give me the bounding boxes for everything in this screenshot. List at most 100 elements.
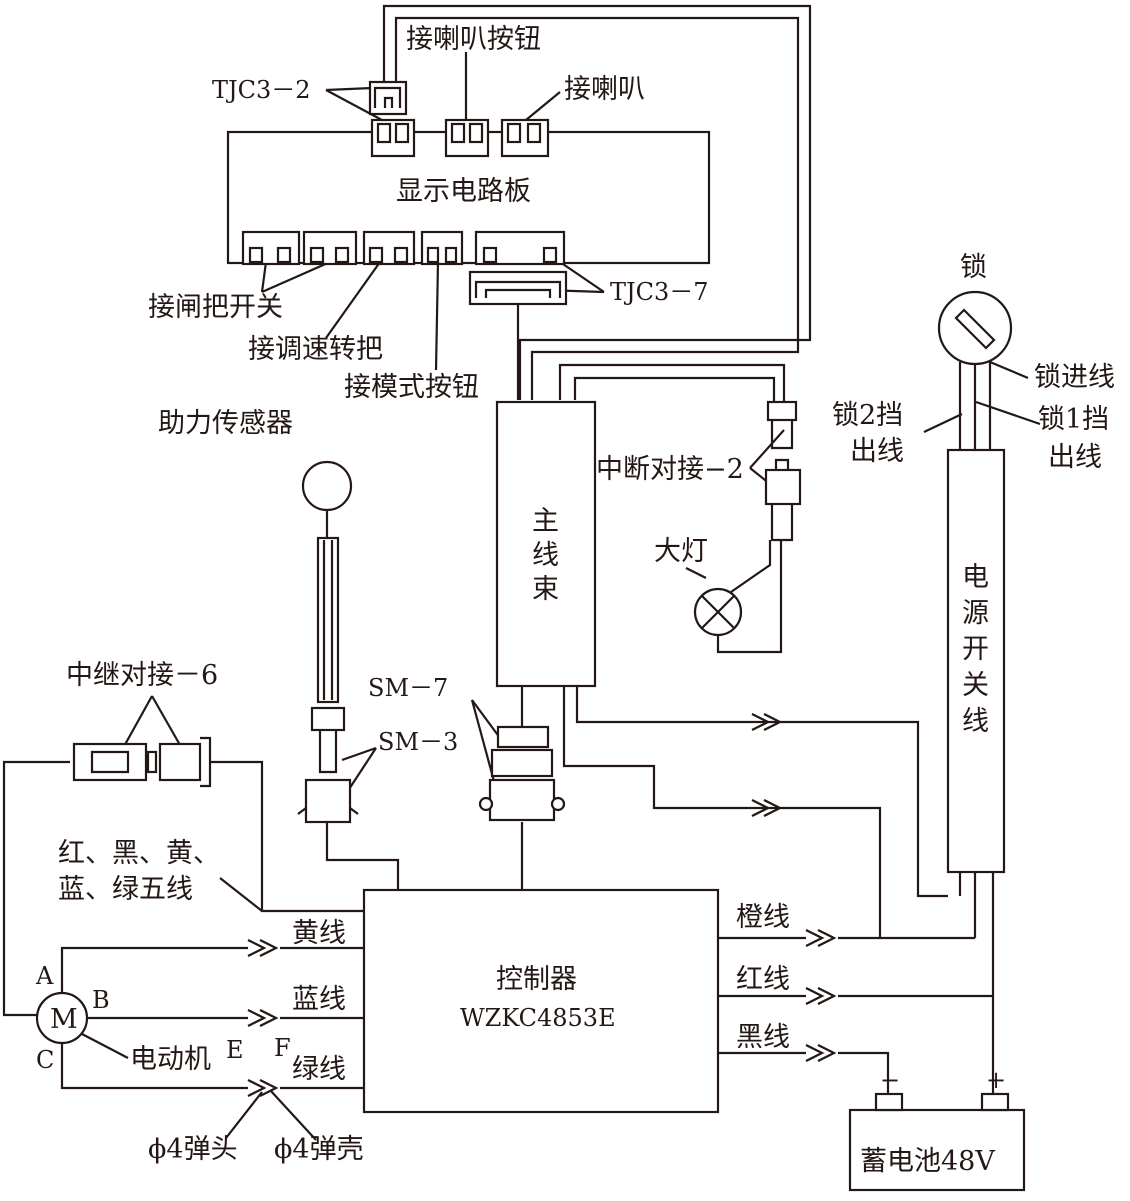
leader-relay2-a [749, 429, 785, 469]
motor-c-label: C [36, 1046, 54, 1074]
motor-symbol [35, 991, 89, 1045]
tjc3-2-connector [370, 118, 416, 158]
leader-headlight [685, 567, 707, 579]
leader-relay6-b [151, 695, 185, 753]
leader-sm3-a [341, 746, 377, 762]
leader-horn [525, 91, 561, 121]
harness-right-wire-1 [575, 686, 752, 724]
battery-plus: + [986, 1066, 1006, 1094]
bullet-connector [247, 939, 279, 957]
horn-connector [500, 118, 550, 158]
horn-button-wire-2 [394, 16, 800, 400]
leader-tjc3-2-a [325, 86, 373, 92]
headlight-lamp [693, 587, 743, 637]
leader-bullet-shell [269, 1089, 317, 1141]
relay-6-connector [72, 736, 212, 788]
leader-mode [434, 261, 440, 371]
relay2-headlight-wire-2 [716, 540, 783, 654]
relay-6-label: 中继对接－6 [66, 660, 218, 691]
motor-wire-c [60, 1043, 248, 1090]
bullet-connector [247, 1009, 279, 1027]
motor-b-label: B [92, 986, 110, 1014]
power-switch-label-5: 线 [962, 706, 989, 737]
battery [848, 1092, 1026, 1192]
motor-e-label: E [226, 1036, 244, 1064]
display-board-label: 显示电路板 [396, 176, 531, 207]
horn-label: 接喇叭 [564, 74, 645, 105]
harness-right-wire-2b [784, 806, 882, 938]
bullet-connector [751, 713, 784, 731]
wires [2, 4, 995, 1094]
power-switch-label-3: 开 [962, 634, 989, 665]
tjc3-7-label: TJC3－7 [610, 278, 709, 306]
lock-symbol [937, 290, 1013, 366]
labels: 接喇叭按钮 TJC3－2 接喇叭 显示电路板 接闸把开关 接调速转把 接模式按钮… [35, 24, 1115, 1177]
lock2-out-label-2: 出线 [850, 436, 904, 467]
main-harness-label-1: 主 [532, 506, 559, 537]
power-switch-label-1: 电 [962, 562, 989, 593]
tjc3-2-top-connector [368, 80, 408, 116]
black-wire-line-2 [838, 1051, 890, 1094]
blue-wire-label: 蓝线 [292, 984, 346, 1015]
harness-right-wire-2 [562, 686, 752, 810]
green-wire-label: 绿线 [292, 1054, 346, 1085]
controller-box [362, 888, 720, 1114]
bullet-connector [805, 987, 837, 1005]
horn-button-connector [444, 118, 490, 158]
main-harness-label-3: 束 [532, 574, 559, 605]
motor-a-label: A [35, 962, 54, 990]
leader-speed [325, 261, 381, 339]
bullet-connector [805, 929, 837, 947]
leader-motor [81, 1033, 129, 1059]
five-wires-label-2: 蓝、绿五线 [58, 874, 193, 905]
mode-button-label: 接模式按钮 [344, 372, 479, 403]
speed-handle-label: 接调速转把 [248, 334, 383, 365]
battery-minus: − [880, 1066, 900, 1094]
sm3-controller-wire [325, 822, 400, 890]
bullet-shell-label: ϕ4弹壳 [274, 1134, 364, 1165]
leader-five-wires [219, 877, 263, 912]
lock-in-label: 锁进线 [1034, 362, 1115, 393]
motor-m-label: M [50, 1004, 78, 1035]
horn-button-label: 接喇叭按钮 [406, 24, 541, 55]
five-wires-label-1: 红、黑、黄、 [58, 838, 220, 869]
bullet-connector [751, 799, 784, 817]
bullet-connector [247, 1079, 279, 1097]
leader-lock1 [975, 400, 1041, 426]
leader-relay6-a [121, 695, 153, 751]
sm7-connector [478, 725, 566, 822]
red-wire-label: 红线 [736, 964, 790, 995]
controller-label: 控制器 [496, 964, 577, 995]
power-switch-label-2: 源 [962, 598, 989, 629]
relay6-left-wire [2, 760, 70, 1017]
bullet-plug-label: ϕ4弹头 [148, 1134, 238, 1165]
motor-wire-a [60, 946, 248, 993]
harness-relay2-wire [558, 363, 786, 402]
orange-wire-label: 橙线 [736, 902, 790, 933]
leader-brake-a [260, 261, 268, 293]
power-switch-label-4: 关 [962, 670, 989, 701]
lock1-out-label-2: 出线 [1048, 442, 1102, 473]
bullet-connectors [247, 713, 837, 1097]
battery-label: 蓄电池48V [860, 1146, 995, 1177]
assist-sensor-label: 助力传感器 [158, 408, 293, 439]
harness-right-wire-1b [784, 720, 948, 898]
motor-label: 电动机 [130, 1044, 211, 1075]
main-harness-box [495, 400, 597, 688]
relay6-right-wire [210, 760, 364, 913]
brake-switch-label: 接闸把开关 [148, 292, 283, 323]
leader-lock-in [989, 360, 1029, 380]
black-wire-label: 黑线 [736, 1022, 790, 1053]
bottom-connectors [241, 230, 566, 266]
power-switch-harness-box [946, 448, 1006, 874]
assist-sensor [297, 460, 359, 824]
main-harness-label-2: 线 [532, 540, 559, 571]
motor-f-label: F [274, 1034, 291, 1062]
relay2-headlight-wire [730, 540, 772, 593]
sm3-label: SM－3 [378, 728, 458, 756]
sm7-label: SM－7 [368, 674, 448, 702]
lock2-out-label-1: 锁2挡 [832, 400, 903, 431]
leader-sm7-a [471, 699, 501, 739]
horn-button-wire [382, 4, 812, 400]
